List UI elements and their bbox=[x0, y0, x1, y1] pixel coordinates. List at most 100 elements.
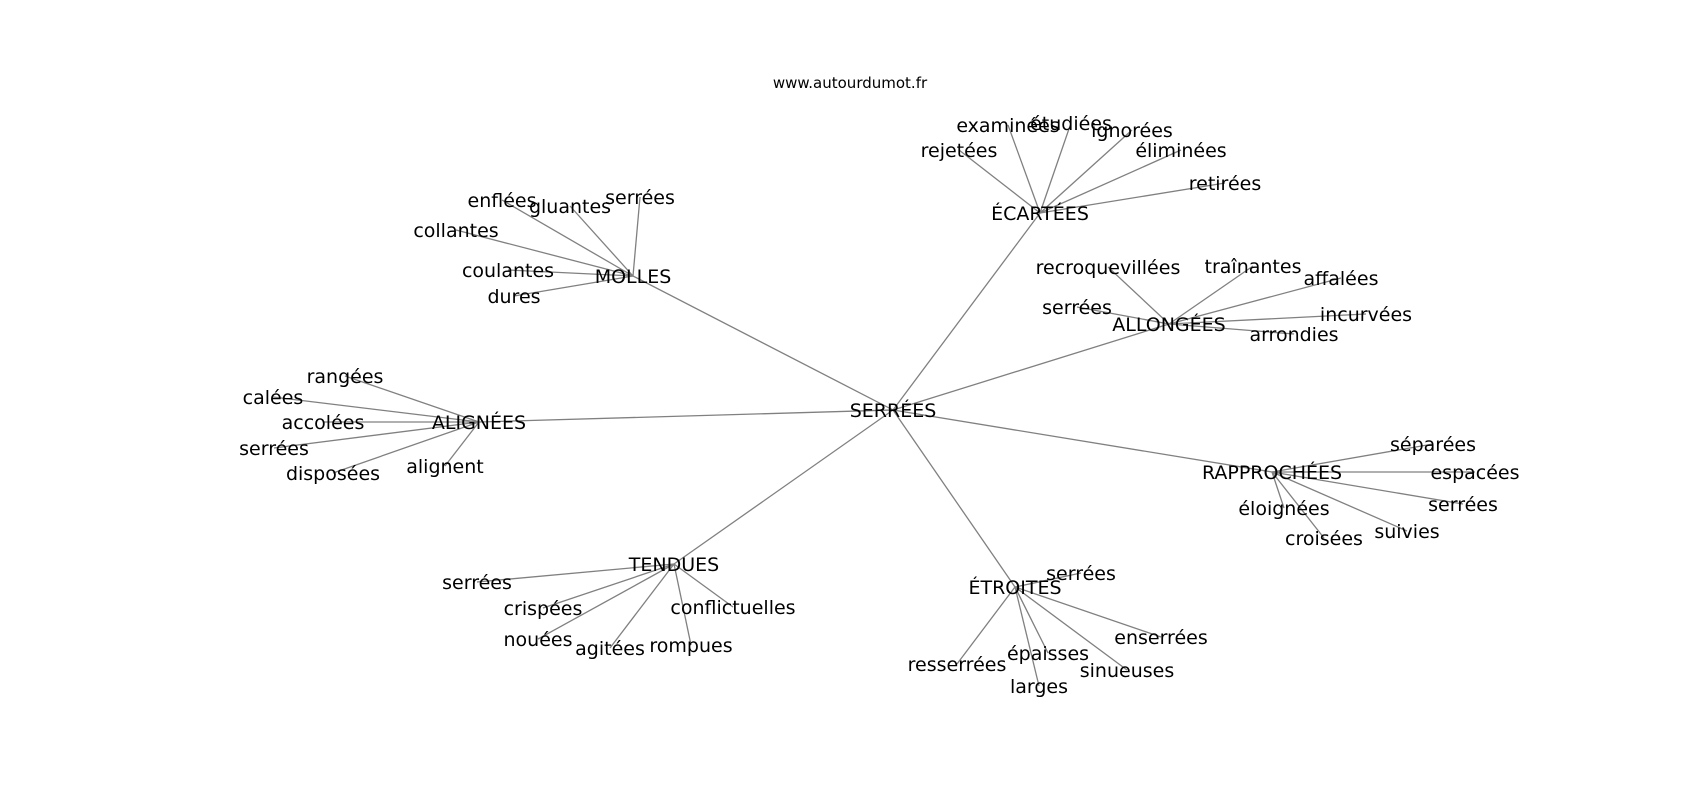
word-node-serrees: serrées bbox=[1046, 563, 1116, 585]
word-node-incurvees: incurvées bbox=[1320, 304, 1412, 326]
word-node-serrees: serrées bbox=[239, 438, 309, 460]
edge-rapprochees-serrees bbox=[1271, 471, 1464, 505]
word-node-accolees: accolées bbox=[282, 412, 365, 434]
word-node-serrees: serrées bbox=[605, 187, 675, 209]
word-node-alignent: alignent bbox=[406, 456, 483, 478]
edge-alignees-calees bbox=[272, 396, 480, 423]
hub-node-rapprochees: RAPPROCHÉES bbox=[1202, 461, 1342, 484]
edge-allongees-recroquevillees bbox=[1107, 266, 1170, 325]
edge-alignees-disposees bbox=[332, 421, 480, 474]
edge-allongees-incurvees bbox=[1168, 313, 1367, 325]
edge-etroites-sinueuses bbox=[1014, 586, 1128, 671]
edge-alignees-serrees bbox=[273, 421, 480, 449]
hub-node-ecartees: ÉCARTÉES bbox=[991, 202, 1089, 225]
word-node-serrees: serrées bbox=[442, 572, 512, 594]
edge-tendues-nouees bbox=[537, 563, 675, 640]
word-node-collantes: collantes bbox=[413, 220, 498, 242]
word-node-agitees: agitées bbox=[575, 638, 645, 660]
word-node-trainantes: traînantes bbox=[1205, 256, 1302, 278]
hub-node-etroites: ÉTROITES bbox=[968, 576, 1061, 599]
word-node-serrees: serrées bbox=[1428, 494, 1498, 516]
edge-root-alignees bbox=[478, 409, 894, 423]
word-node-resserrees: resserrées bbox=[908, 654, 1007, 676]
word-node-crispees: crispées bbox=[504, 598, 583, 620]
word-node-recroquevillees: recroquevillées bbox=[1036, 257, 1181, 279]
edge-ecartees-rejetees bbox=[958, 149, 1041, 214]
edge-ecartees-examinees bbox=[1007, 124, 1041, 214]
word-node-separees: séparées bbox=[1390, 434, 1476, 456]
edge-root-rapprochees bbox=[892, 409, 1273, 473]
edge-allongees-serrees bbox=[1076, 306, 1170, 325]
edge-allongees-trainantes bbox=[1168, 265, 1254, 325]
word-node-affalees: affalées bbox=[1304, 268, 1379, 290]
word-node-conflictuelles: conflictuelles bbox=[670, 597, 795, 619]
word-node-rejetees: rejetées bbox=[921, 140, 998, 162]
edge-etroites-resserrees bbox=[956, 586, 1016, 665]
edge-molles-enflees bbox=[501, 199, 634, 277]
edge-root-etroites bbox=[892, 409, 1016, 588]
word-node-sinueuses: sinueuses bbox=[1080, 660, 1174, 682]
word-node-serrees: serrées bbox=[1042, 297, 1112, 319]
word-node-coulantes: coulantes bbox=[462, 260, 554, 282]
edge-ecartees-retirees bbox=[1039, 182, 1226, 214]
site-watermark: www.autourdumot.fr bbox=[773, 74, 928, 92]
word-node-calees: calées bbox=[243, 387, 304, 409]
graph-edges bbox=[272, 122, 1475, 687]
hub-node-allongees: ALLONGÉES bbox=[1112, 313, 1225, 336]
edge-root-tendues bbox=[673, 409, 894, 565]
edge-tendues-rompues bbox=[673, 563, 692, 646]
edge-tendues-agitees bbox=[609, 563, 675, 649]
edge-molles-coulantes bbox=[507, 269, 634, 277]
word-node-ignorees: ignorées bbox=[1091, 120, 1173, 142]
word-node-enserrees: enserrées bbox=[1114, 627, 1207, 649]
word-node-retirees: retirées bbox=[1189, 173, 1261, 195]
word-node-rangees: rangées bbox=[307, 366, 384, 388]
word-node-eliminees: éliminées bbox=[1135, 140, 1226, 162]
edge-alignees-rangees bbox=[344, 375, 480, 423]
edge-molles-serrees bbox=[632, 196, 641, 277]
word-node-etudiees: étudiées bbox=[1030, 113, 1112, 135]
edge-tendues-crispees bbox=[542, 563, 675, 609]
edge-rapprochees-suivies bbox=[1271, 471, 1408, 532]
edge-allongees-affalees bbox=[1168, 277, 1342, 325]
word-node-nouees: nouées bbox=[504, 629, 573, 651]
word-node-epaisses: épaisses bbox=[1007, 643, 1089, 665]
edge-root-allongees bbox=[892, 323, 1170, 411]
edge-etroites-serrees bbox=[1014, 572, 1082, 588]
edge-etroites-epaisses bbox=[1014, 586, 1049, 654]
edge-ecartees-eliminees bbox=[1039, 149, 1182, 214]
edge-ecartees-etudiees bbox=[1039, 122, 1072, 214]
edge-allongees-arrondies bbox=[1168, 323, 1295, 335]
edge-molles-collantes bbox=[455, 229, 634, 277]
hub-node-tendues: TENDUES bbox=[628, 554, 719, 576]
edge-tendues-conflictuelles bbox=[673, 563, 734, 608]
word-node-examinees: examinées bbox=[956, 115, 1059, 137]
root-node: SERRÉES bbox=[850, 399, 937, 422]
edge-rapprochees-separees bbox=[1271, 443, 1434, 473]
word-node-espacees: espacées bbox=[1430, 462, 1519, 484]
edge-etroites-larges bbox=[1014, 586, 1040, 687]
edge-rapprochees-croisees bbox=[1271, 471, 1325, 539]
hub-node-molles: MOLLES bbox=[595, 266, 672, 288]
word-node-disposees: disposées bbox=[286, 463, 380, 485]
edge-molles-gluantes bbox=[569, 205, 634, 277]
word-node-croisees: croisées bbox=[1285, 528, 1363, 550]
edge-root-ecartees bbox=[892, 212, 1041, 411]
edge-root-molles bbox=[632, 275, 894, 411]
word-node-arrondies: arrondies bbox=[1249, 324, 1338, 346]
word-node-dures: dures bbox=[487, 286, 540, 308]
edge-etroites-enserrees bbox=[1014, 586, 1162, 638]
word-node-gluantes: gluantes bbox=[529, 196, 611, 218]
edge-molles-dures bbox=[513, 275, 634, 297]
word-node-suivies: suivies bbox=[1374, 521, 1439, 543]
word-node-larges: larges bbox=[1010, 676, 1068, 698]
hub-node-alignees: ALIGNÉES bbox=[432, 411, 526, 434]
edge-tendues-serrees bbox=[476, 563, 675, 583]
word-node-eloignees: éloignées bbox=[1238, 498, 1329, 520]
word-node-rompues: rompues bbox=[649, 635, 732, 657]
edge-alignees-alignent bbox=[444, 421, 480, 467]
graph-labels: rejetées examinéesétudiéesignoréeséliminé… bbox=[239, 113, 1519, 698]
edge-rapprochees-eloignees bbox=[1271, 471, 1285, 509]
edge-ecartees-ignorees bbox=[1039, 129, 1133, 214]
